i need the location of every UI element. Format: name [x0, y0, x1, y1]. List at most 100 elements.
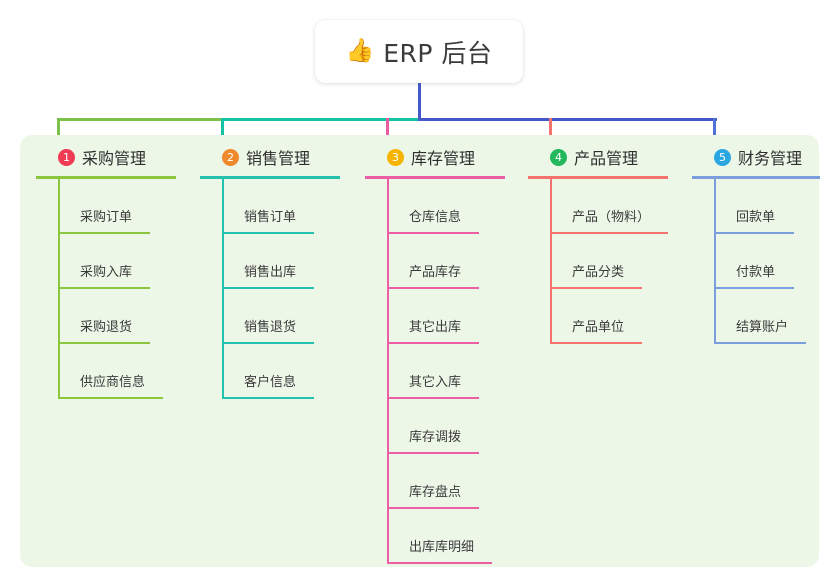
list-item[interactable]: 供应商信息 [58, 344, 186, 399]
column-underline-4 [528, 176, 668, 179]
list-item-rule [714, 232, 794, 234]
list-item[interactable]: 库存盘点 [387, 454, 515, 509]
list-item-rule [58, 342, 150, 344]
column-title-5: 财务管理 [738, 149, 803, 168]
column-spine-4 [550, 179, 552, 344]
column-5: 5 财务管理回款单付款单结算账户 [692, 145, 822, 344]
list-item[interactable]: 付款单 [714, 234, 822, 289]
list-item[interactable]: 回款单 [714, 179, 822, 234]
connector-drop-3 [386, 118, 389, 147]
list-item-label: 销售出库 [244, 265, 297, 280]
list-item-rule [387, 507, 479, 509]
list-item[interactable]: 产品（物料） [550, 179, 683, 234]
column-badge-4: 4 [550, 148, 567, 166]
list-item-rule [222, 342, 314, 344]
diagram-panel [20, 135, 819, 567]
list-item-rule [58, 397, 163, 399]
list-item-rule [387, 397, 479, 399]
list-item-label: 供应商信息 [80, 375, 146, 390]
column-body-2: 销售订单销售出库销售退货客户信息 [222, 179, 350, 399]
column-2: 2 销售管理销售订单销售出库销售退货客户信息 [200, 145, 350, 399]
list-item[interactable]: 其它出库 [387, 289, 515, 344]
list-item-rule [387, 232, 479, 234]
list-item-rule [387, 562, 492, 564]
list-item-label: 销售退货 [244, 320, 297, 335]
column-header-4[interactable]: 4 产品管理 [528, 145, 683, 169]
column-title-3: 库存管理 [411, 149, 476, 168]
column-spine-2 [222, 179, 224, 399]
list-item-rule [58, 287, 150, 289]
list-item-rule [222, 397, 314, 399]
connector-drop-2 [221, 118, 224, 147]
list-item-rule [387, 342, 479, 344]
list-item-label: 库存调拨 [409, 430, 462, 445]
list-item-rule [387, 287, 479, 289]
column-header-3[interactable]: 3 库存管理 [365, 145, 515, 169]
list-item[interactable]: 结算账户 [714, 289, 822, 344]
column-badge-2: 2 [222, 148, 239, 166]
list-item-rule [222, 232, 314, 234]
column-underline-3 [365, 176, 505, 179]
column-spine-5 [714, 179, 716, 344]
list-item[interactable]: 销售退货 [222, 289, 350, 344]
root-title: ERP 后台 [383, 38, 493, 68]
root-node[interactable]: 👍 ERP 后台 [315, 20, 523, 83]
list-item-label: 出库库明细 [409, 540, 475, 555]
list-item[interactable]: 仓库信息 [387, 179, 515, 234]
list-item[interactable]: 产品单位 [550, 289, 683, 344]
list-item-label: 结算账户 [736, 320, 789, 335]
connector-bar-segment-2 [221, 118, 420, 121]
connector-trunk [418, 83, 421, 121]
thumbs-up-icon: 👍 [345, 38, 375, 64]
list-item-label: 库存盘点 [409, 485, 462, 500]
column-underline-2 [200, 176, 340, 179]
column-title-2: 销售管理 [246, 149, 311, 168]
list-item-label: 其它出库 [409, 320, 462, 335]
column-body-3: 仓库信息产品库存其它出库其它入库库存调拨库存盘点出库库明细 [387, 179, 515, 564]
list-item-label: 采购订单 [80, 210, 133, 225]
list-item-rule [550, 232, 668, 234]
column-3: 3 库存管理仓库信息产品库存其它出库其它入库库存调拨库存盘点出库库明细 [365, 145, 515, 564]
list-item[interactable]: 采购退货 [58, 289, 186, 344]
list-item-label: 其它入库 [409, 375, 462, 390]
list-item[interactable]: 客户信息 [222, 344, 350, 399]
column-header-2[interactable]: 2 销售管理 [200, 145, 350, 169]
list-item-rule [387, 452, 479, 454]
connector-drop-4 [549, 118, 552, 147]
connector-drop-5 [713, 118, 716, 147]
list-item[interactable]: 销售出库 [222, 234, 350, 289]
list-item-label: 产品库存 [409, 265, 462, 280]
column-body-4: 产品（物料） 产品分类产品单位 [550, 179, 683, 344]
list-item[interactable]: 出库库明细 [387, 509, 515, 564]
column-title-1: 采购管理 [82, 149, 147, 168]
list-item[interactable]: 采购订单 [58, 179, 186, 234]
list-item-label: 采购入库 [80, 265, 133, 280]
list-item-label: 销售订单 [244, 210, 297, 225]
list-item[interactable]: 其它入库 [387, 344, 515, 399]
column-body-1: 采购订单采购入库采购退货供应商信息 [58, 179, 186, 399]
list-item-label: 产品单位 [572, 320, 625, 335]
list-item[interactable]: 采购入库 [58, 234, 186, 289]
column-badge-3: 3 [387, 148, 404, 166]
list-item[interactable]: 销售订单 [222, 179, 350, 234]
list-item[interactable]: 库存调拨 [387, 399, 515, 454]
list-item[interactable]: 产品库存 [387, 234, 515, 289]
list-item-label: 仓库信息 [409, 210, 462, 225]
column-header-5[interactable]: 5 财务管理 [692, 145, 822, 169]
column-spine-3 [387, 179, 389, 564]
list-item-label: 回款单 [736, 210, 776, 225]
list-item[interactable]: 产品分类 [550, 234, 683, 289]
list-item-rule [222, 287, 314, 289]
list-item-label: 客户信息 [244, 375, 297, 390]
list-item-rule [550, 342, 642, 344]
column-1: 1 采购管理采购订单采购入库采购退货供应商信息 [36, 145, 186, 399]
column-title-4: 产品管理 [574, 149, 639, 168]
column-badge-1: 1 [58, 148, 75, 166]
column-header-1[interactable]: 1 采购管理 [36, 145, 186, 169]
list-item-rule [714, 342, 806, 344]
column-badge-5: 5 [714, 148, 731, 166]
list-item-rule [58, 232, 150, 234]
list-item-label: 产品（物料） [572, 210, 651, 225]
list-item-label: 采购退货 [80, 320, 133, 335]
list-item-label: 付款单 [736, 265, 776, 280]
